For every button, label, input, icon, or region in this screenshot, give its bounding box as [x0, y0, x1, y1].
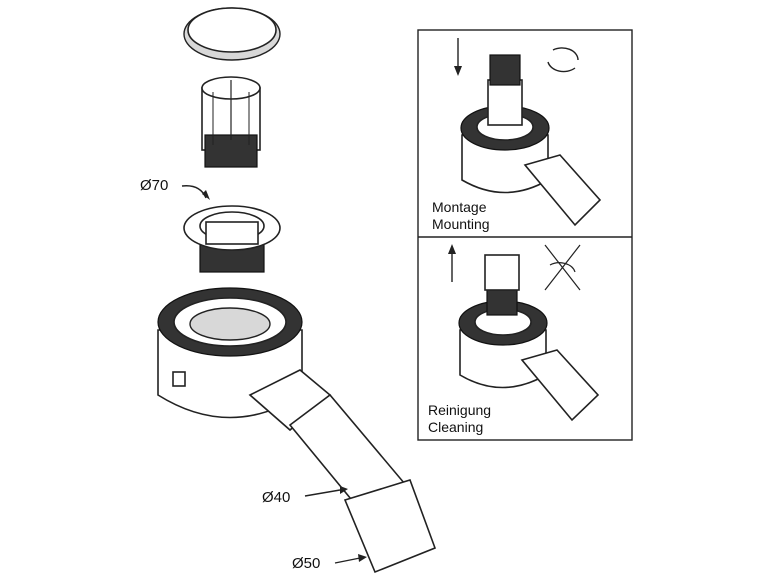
diameter-50-label: Ø50	[292, 555, 321, 572]
diameter-70-arrow	[181, 185, 210, 200]
instruction-panel	[417, 29, 633, 441]
outlet-pipe	[248, 369, 437, 574]
drain-cap	[183, 7, 281, 61]
mounting-label-en: Mounting	[432, 216, 490, 232]
mounting-label-de: Montage	[432, 199, 487, 215]
mounting-illustration	[454, 38, 602, 227]
diameter-40-arrow	[304, 486, 348, 497]
flange-ring	[183, 205, 281, 273]
cleaning-label-de: Reinigung	[428, 402, 492, 418]
cleaning-label-en: Cleaning	[428, 419, 484, 435]
no-rotate-icon	[544, 244, 581, 291]
rotate-icon	[552, 47, 579, 61]
odour-trap-insert	[201, 76, 261, 168]
cleaning-illustration	[448, 244, 600, 422]
diameter-70-label: Ø70	[140, 177, 169, 194]
arrow-up-icon	[448, 244, 456, 254]
diameter-50-arrow	[334, 554, 367, 564]
diameter-40-label: Ø40	[262, 489, 291, 506]
arrow-down-icon	[454, 66, 462, 76]
